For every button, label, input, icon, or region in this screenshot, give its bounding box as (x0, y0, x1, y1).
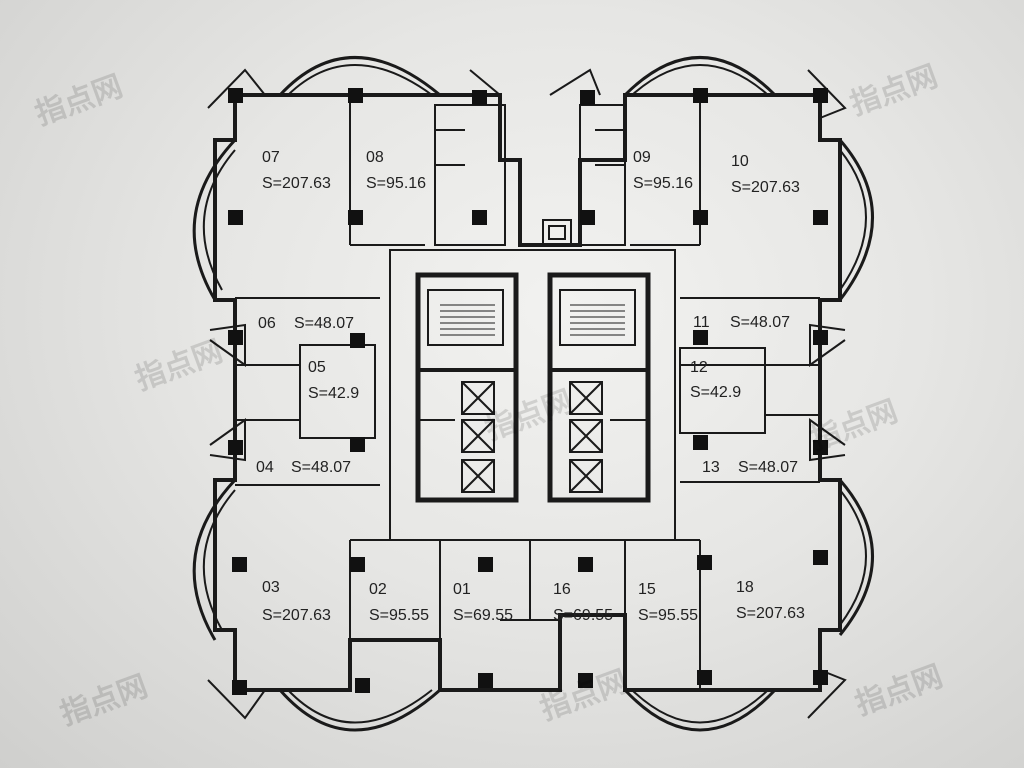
unit-area: S=42.9 (308, 385, 359, 402)
unit-02: 02S=95.55 (369, 581, 429, 624)
unit-16: 16S=69.55 (553, 581, 613, 624)
unit-number: 12 (690, 359, 708, 376)
unit-number: 07 (262, 149, 280, 166)
unit-05: 05S=42.9 (308, 359, 359, 402)
unit-number: 10 (731, 153, 749, 170)
watermark: 指点网 (846, 59, 943, 123)
unit-15: 15S=95.55 (638, 581, 698, 624)
curve-10 (838, 139, 874, 301)
unit-area: S=48.07 (738, 459, 798, 476)
unit-number: 13 (702, 459, 720, 476)
top-mid-l (549, 68, 601, 96)
unit-area: S=207.63 (262, 175, 331, 192)
unit-area: S=48.07 (294, 315, 354, 332)
unit-area: S=207.63 (262, 607, 331, 624)
unit-number: 08 (366, 149, 384, 166)
curve-07 (192, 138, 237, 301)
watermark: 指点网 (131, 334, 228, 398)
watermark: 指点网 (851, 659, 948, 723)
unit-area: S=95.55 (369, 607, 429, 624)
unit-18: 18S=207.63 (736, 579, 805, 622)
unit-03: 03S=207.63 (262, 579, 331, 624)
unit-labels: 07S=207.6308S=95.1609S=95.1610S=207.6306… (256, 149, 805, 624)
unit-number: 03 (262, 579, 280, 596)
curve-09b (631, 64, 769, 96)
unit-10: 10S=207.63 (731, 153, 800, 196)
corner-se (807, 669, 847, 719)
unit-11: 11 S=48.07 (693, 314, 790, 331)
corner-sw (207, 679, 266, 720)
unit-number: 04 (256, 459, 274, 476)
corner-ne (807, 69, 847, 119)
watermark: 指点网 (481, 384, 578, 448)
unit-area: S=207.63 (731, 179, 800, 196)
corner-nw (207, 68, 266, 109)
side-w2 (209, 418, 246, 462)
side-e2 (809, 418, 846, 462)
unit-area: S=48.07 (291, 459, 351, 476)
unit-area: S=48.07 (730, 314, 790, 331)
unit-04: 04 S=48.07 (256, 459, 351, 476)
curve-07b (202, 149, 236, 291)
unit-08: 08S=95.16 (366, 149, 426, 192)
curve-03b (202, 489, 236, 631)
unit-area: S=95.16 (633, 175, 693, 192)
curve-09 (623, 56, 777, 97)
unit-13: 13 S=48.07 (702, 459, 798, 476)
unit-area: S=69.55 (553, 607, 613, 624)
watermark: 指点网 (56, 669, 153, 733)
unit-06: 06 S=48.07 (258, 315, 354, 332)
curve-03 (192, 478, 237, 641)
structural-columns (228, 88, 828, 695)
top-mid-r (469, 69, 501, 96)
unit-area: S=69.55 (453, 607, 513, 624)
unit-09: 09S=95.16 (633, 149, 693, 192)
unit-area: S=95.16 (366, 175, 426, 192)
curve-18b (839, 489, 867, 626)
side-e1 (809, 323, 846, 367)
unit-number: 16 (553, 581, 571, 598)
side-w1 (209, 323, 246, 367)
curve-18 (838, 479, 874, 636)
unit-area: S=207.63 (736, 605, 805, 622)
curve-02 (278, 688, 441, 732)
unit-number: 09 (633, 149, 651, 166)
unit-number: 15 (638, 581, 656, 598)
curve-08b (287, 64, 433, 96)
unit-number: 06 (258, 315, 276, 332)
curve-15b (631, 689, 769, 724)
unit-07: 07S=207.63 (262, 149, 331, 192)
unit-area: S=95.55 (638, 607, 698, 624)
watermarks: 指点网 指点网 指点网 指点网 指点网 指点网 指点网 指点网 (31, 59, 948, 733)
unit-12: 12S=42.9 (690, 359, 741, 401)
curve-08 (278, 56, 441, 97)
unit-number: 11 (693, 314, 710, 331)
curve-10b (839, 149, 867, 291)
curve-02b (287, 689, 433, 724)
watermark: 指点网 (31, 69, 128, 133)
unit-area: S=42.9 (690, 384, 741, 401)
unit-01: 01S=69.55 (453, 581, 513, 624)
unit-number: 01 (453, 581, 471, 598)
unit-number: 18 (736, 579, 754, 596)
curve-15 (623, 688, 777, 732)
unit-number: 02 (369, 581, 387, 598)
unit-number: 05 (308, 359, 326, 376)
